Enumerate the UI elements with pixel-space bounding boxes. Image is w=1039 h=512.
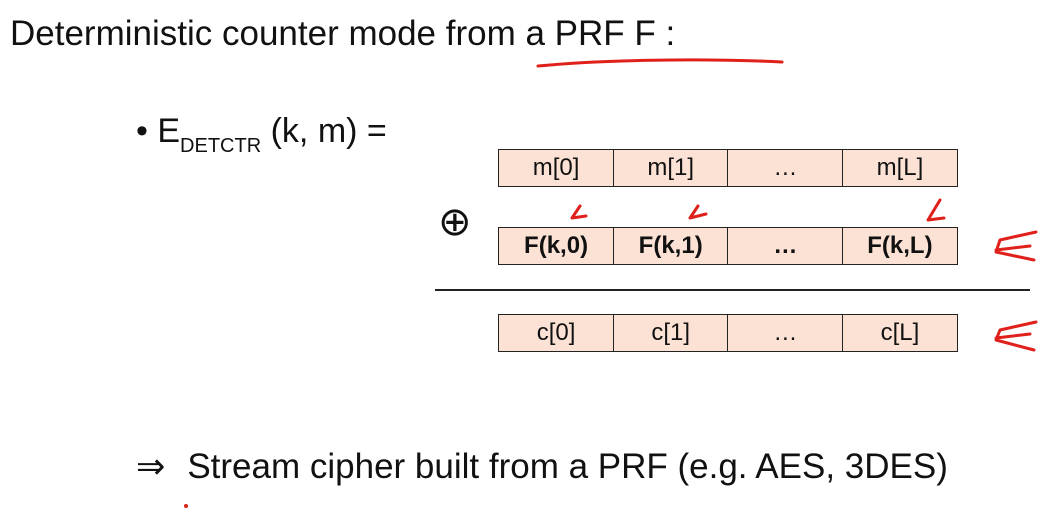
title-underline [536,58,784,68]
prf-blocks-row: F(k,0) F(k,1) … F(k,L) [498,227,958,265]
encryption-definition: • EDETCTR (k, m) = [136,112,387,157]
conclusion-text: Stream cipher built from a PRF (e.g. AES… [187,447,948,486]
cipher-blocks-row: c[0] c[1] … c[L] [498,314,958,352]
cipher-block: c[0] [498,314,615,352]
encryption-subscript: DETCTR [180,135,262,157]
prf-block: F(k,L) [841,227,958,265]
cipher-block: … [727,314,844,352]
message-blocks-row: m[0] m[1] … m[L] [498,149,958,187]
cipher-block: c[1] [612,314,729,352]
message-block: … [727,149,844,187]
cipher-block: c[L] [841,314,958,352]
encryption-args: (k, m) = [261,112,387,150]
check-mark [926,198,946,222]
check-mark [688,204,708,220]
sum-line [435,289,1030,291]
message-block: m[1] [612,149,729,187]
pointer-mark [994,320,1038,352]
xor-symbol: ⊕ [438,200,472,244]
prf-block: F(k,1) [612,227,729,265]
message-block: m[L] [841,149,958,187]
pointer-mark [994,230,1038,262]
slide-title: Deterministic counter mode from a PRF F … [10,14,676,53]
implies-arrow: ⇒ [136,447,166,486]
check-mark [570,204,588,220]
prf-block: F(k,0) [498,227,615,265]
ink-dot [184,504,188,508]
conclusion-line: ⇒ Stream cipher built from a PRF (e.g. AE… [136,447,948,487]
bullet-marker: • [136,112,148,150]
encryption-symbol: E [157,112,181,150]
message-block: m[0] [498,149,615,187]
prf-block: … [727,227,844,265]
